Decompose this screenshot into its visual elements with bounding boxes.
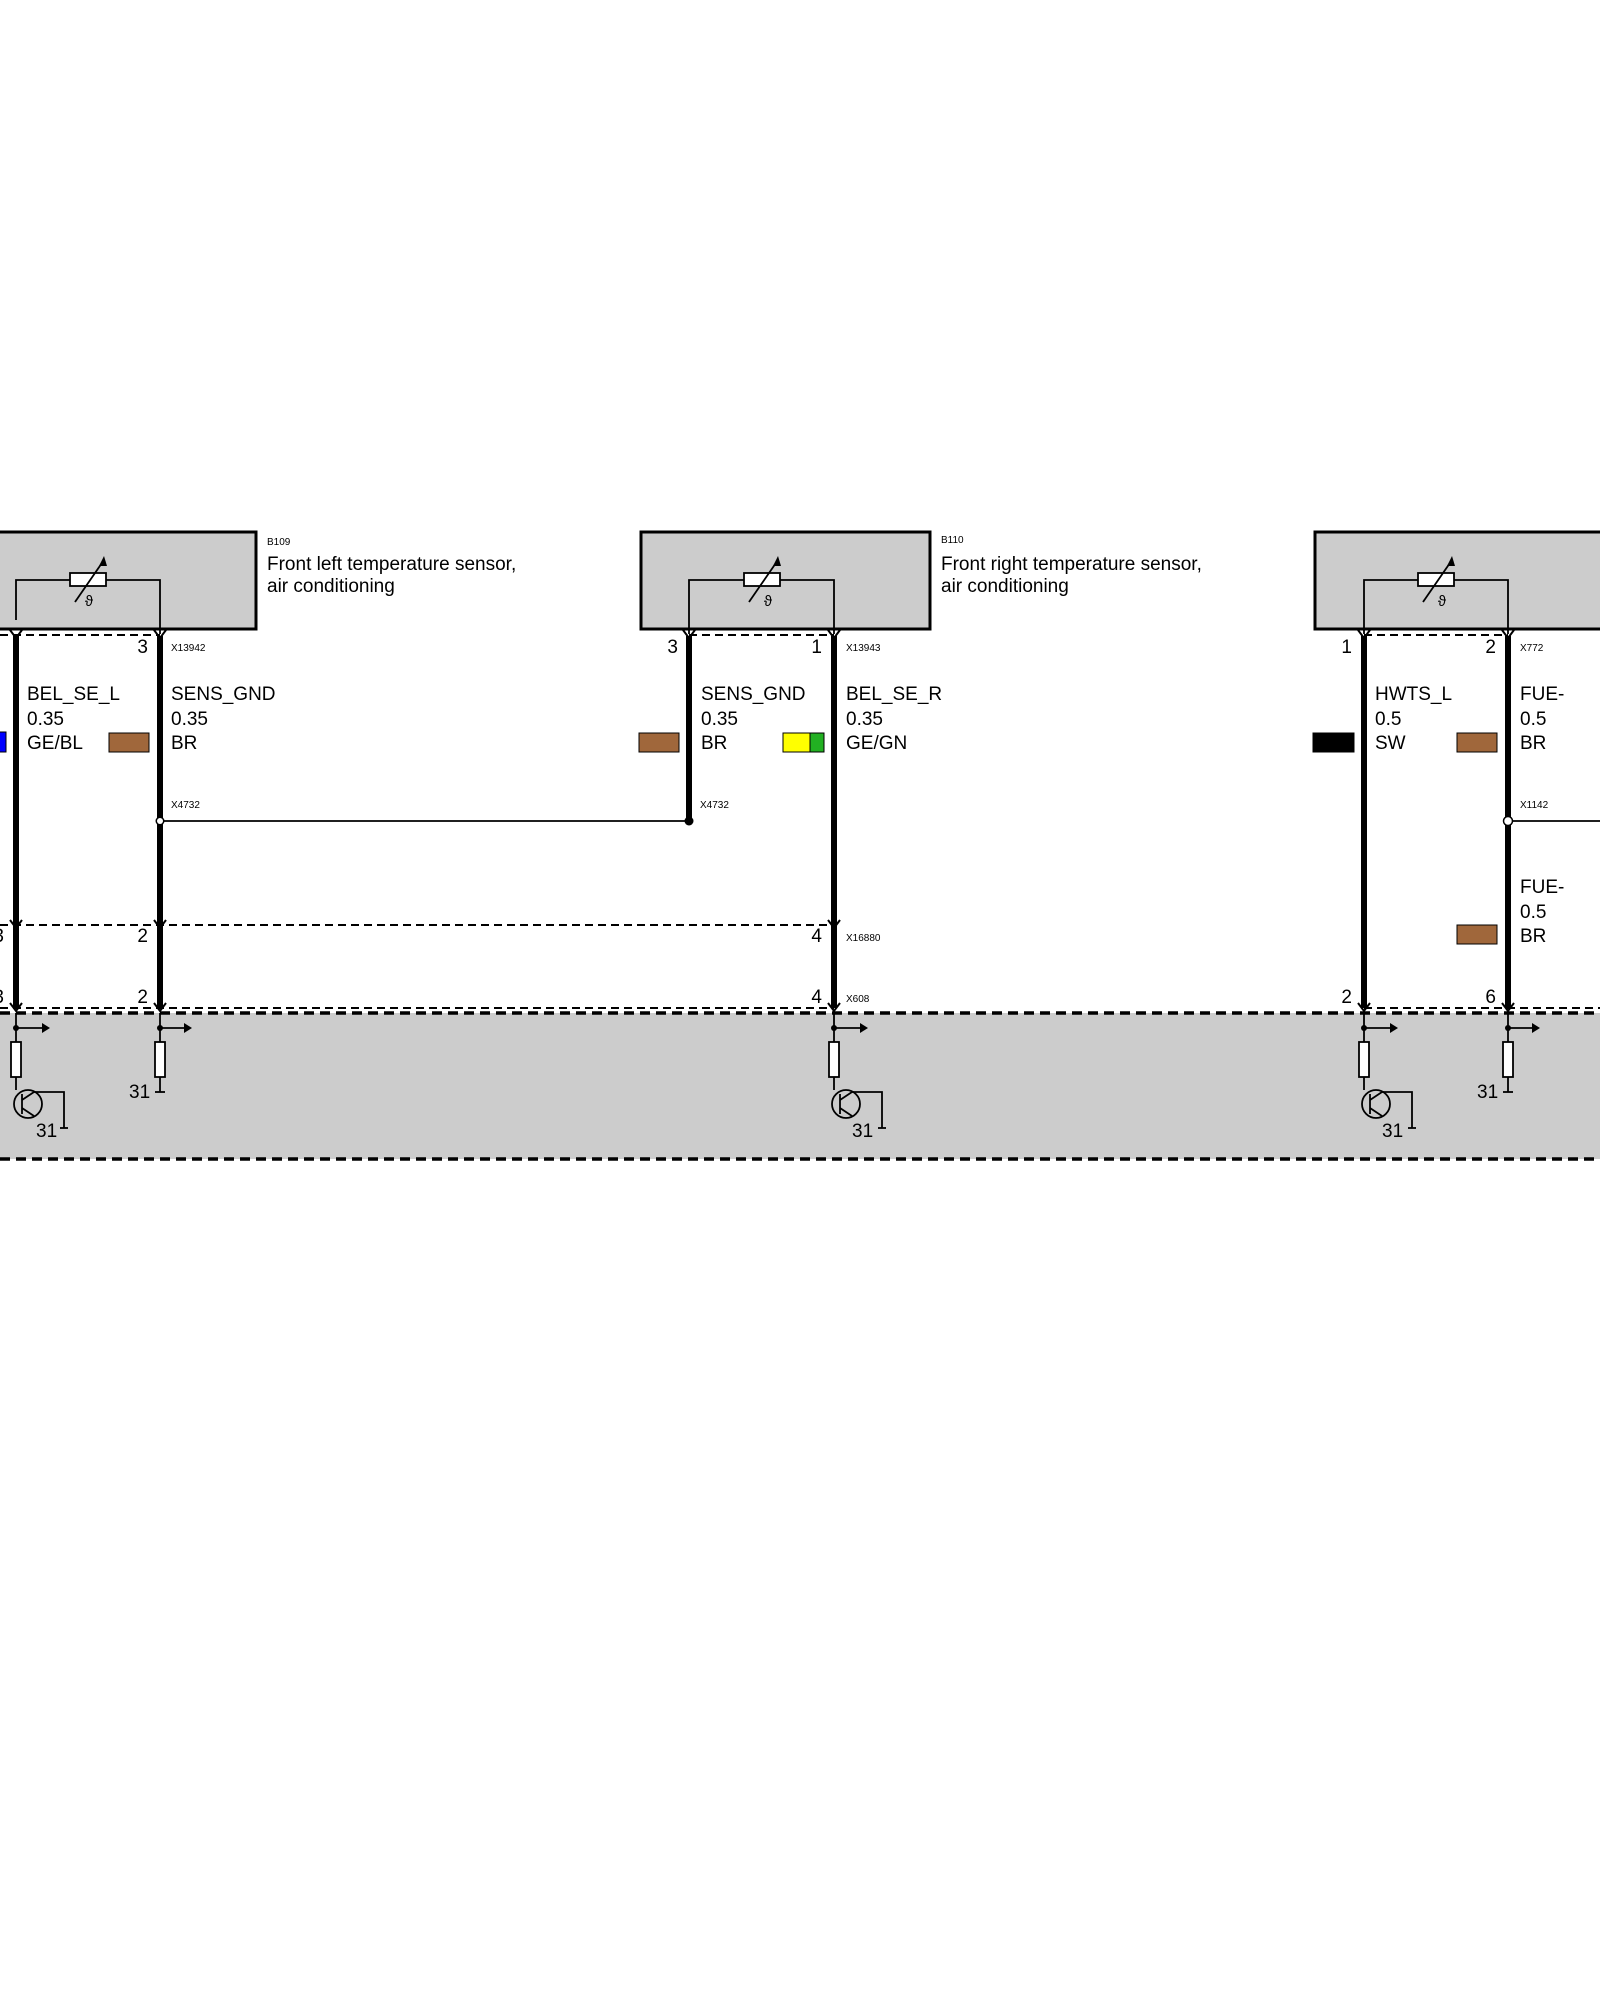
color-swatch-bel-se-l [0, 731, 7, 753]
pin-module-5: 6 [1485, 987, 1496, 1008]
svg-text:0.35: 0.35 [846, 709, 883, 730]
color-swatch-bel-se-r-a [782, 732, 811, 753]
ground-label-left-resistor: 31 [129, 1082, 150, 1103]
ground-circuit-right [1502, 1013, 1540, 1093]
wire-label-hwts-l: HWTS_L 0.5 SW [1375, 684, 1452, 754]
svg-text:0.35: 0.35 [701, 709, 738, 730]
svg-text:BR: BR [1520, 733, 1546, 754]
terminal-markers [9, 629, 1515, 1013]
ground-label-right-transistor: 31 [1382, 1121, 1403, 1142]
wire-label-fue-bottom: FUE- 0.5 BR [1520, 877, 1564, 947]
connector-id-splice-left: X4732 [171, 800, 200, 811]
svg-text:GE/GN: GE/GN [846, 733, 907, 754]
pin-top-right-1: 1 [1341, 637, 1352, 658]
pin-module-2: 2 [137, 987, 148, 1008]
svg-text:BR: BR [171, 733, 197, 754]
thermistor-symbol-right: ϑ [1438, 593, 1447, 610]
pin-inline-1: 3 [0, 926, 4, 947]
color-swatch-bel-se-r-b [809, 732, 825, 753]
svg-text:GE/BL: GE/BL [27, 733, 83, 754]
control-unit-band [0, 1013, 1600, 1159]
wire-label-bel-se-l: BEL_SE_L 0.35 GE/BL [27, 684, 120, 754]
svg-text:FUE-: FUE- [1520, 877, 1564, 898]
color-swatch-sens-gnd-mid [638, 732, 680, 753]
splice-dot-left-ring [157, 818, 163, 824]
pin-top-b110-3: 3 [667, 637, 678, 658]
svg-text:0.35: 0.35 [27, 709, 64, 730]
component-name-b110-line2: air conditioning [941, 576, 1069, 597]
splice-dot-right [1502, 815, 1514, 827]
svg-text:FUE-: FUE- [1520, 684, 1564, 705]
splice-dot-mid [684, 816, 694, 826]
pin-top-right-2: 2 [1485, 637, 1496, 658]
component-id-b110: B110 [941, 535, 964, 546]
connector-id-inline: X16880 [846, 933, 881, 944]
wire-label-bel-se-r: BEL_SE_R 0.35 GE/GN [846, 684, 942, 754]
connector-id-x772: X772 [1520, 643, 1544, 654]
component-id-b109: B109 [267, 537, 291, 548]
transistor-circuit-left [10, 1013, 68, 1129]
svg-text:0.5: 0.5 [1520, 709, 1546, 730]
connector-id-module: X608 [846, 994, 870, 1005]
pin-top-b109-3: 3 [137, 637, 148, 658]
component-name-b110-line1: Front right temperature sensor, [941, 554, 1202, 575]
ground-label-right-resistor: 31 [1477, 1082, 1498, 1103]
component-name-b109-line1: Front left temperature sensor, [267, 554, 516, 575]
thermistor-symbol-b110: ϑ [764, 593, 773, 610]
wire-label-fue-top: FUE- 0.5 BR [1520, 684, 1564, 754]
color-swatch-hwts-l [1312, 732, 1355, 753]
thermistor-symbol-b109: ϑ [85, 593, 94, 610]
connector-id-x13942: X13942 [171, 643, 206, 654]
pin-inline-3: 4 [811, 926, 822, 947]
pin-module-1: 3 [0, 987, 4, 1008]
thermistor-icon-b110: ϑ [688, 556, 835, 634]
wire-label-sens-gnd-mid: SENS_GND 0.35 BR [701, 684, 806, 754]
svg-text:SENS_GND: SENS_GND [171, 684, 276, 705]
connector-id-splice-mid: X4732 [700, 800, 729, 811]
transistor-circuit-right [1358, 1013, 1416, 1129]
svg-text:0.35: 0.35 [171, 709, 208, 730]
pin-module-3: 4 [811, 987, 822, 1008]
svg-text:BR: BR [701, 733, 727, 754]
svg-text:SENS_GND: SENS_GND [701, 684, 806, 705]
connector-id-x13943: X13943 [846, 643, 881, 654]
color-swatch-sens-gnd-left [108, 732, 150, 753]
ground-label-left-transistor: 31 [36, 1121, 57, 1142]
component-name-b109-line2: air conditioning [267, 576, 395, 597]
pin-module-4: 2 [1341, 987, 1352, 1008]
svg-text:BEL_SE_R: BEL_SE_R [846, 684, 942, 705]
color-swatch-fue-bottom [1456, 924, 1498, 945]
wire-label-sens-gnd-left: SENS_GND 0.35 BR [171, 684, 276, 754]
svg-text:SW: SW [1375, 733, 1406, 754]
ground-label-mid-transistor: 31 [852, 1121, 873, 1142]
pin-top-b110-1: 1 [811, 637, 822, 658]
transistor-circuit-mid [828, 1013, 886, 1129]
svg-text:HWTS_L: HWTS_L [1375, 684, 1452, 705]
pin-inline-2: 2 [137, 926, 148, 947]
ground-circuit-left [154, 1013, 192, 1093]
svg-text:BR: BR [1520, 926, 1546, 947]
svg-text:0.5: 0.5 [1520, 902, 1546, 923]
thermistor-icon-b109: ϑ [15, 556, 161, 634]
svg-text:BEL_SE_L: BEL_SE_L [27, 684, 120, 705]
svg-text:0.5: 0.5 [1375, 709, 1401, 730]
thermistor-icon-right: ϑ [1363, 556, 1509, 634]
color-swatch-fue-top [1456, 732, 1498, 753]
connector-id-splice-right: X1142 [1520, 800, 1549, 811]
